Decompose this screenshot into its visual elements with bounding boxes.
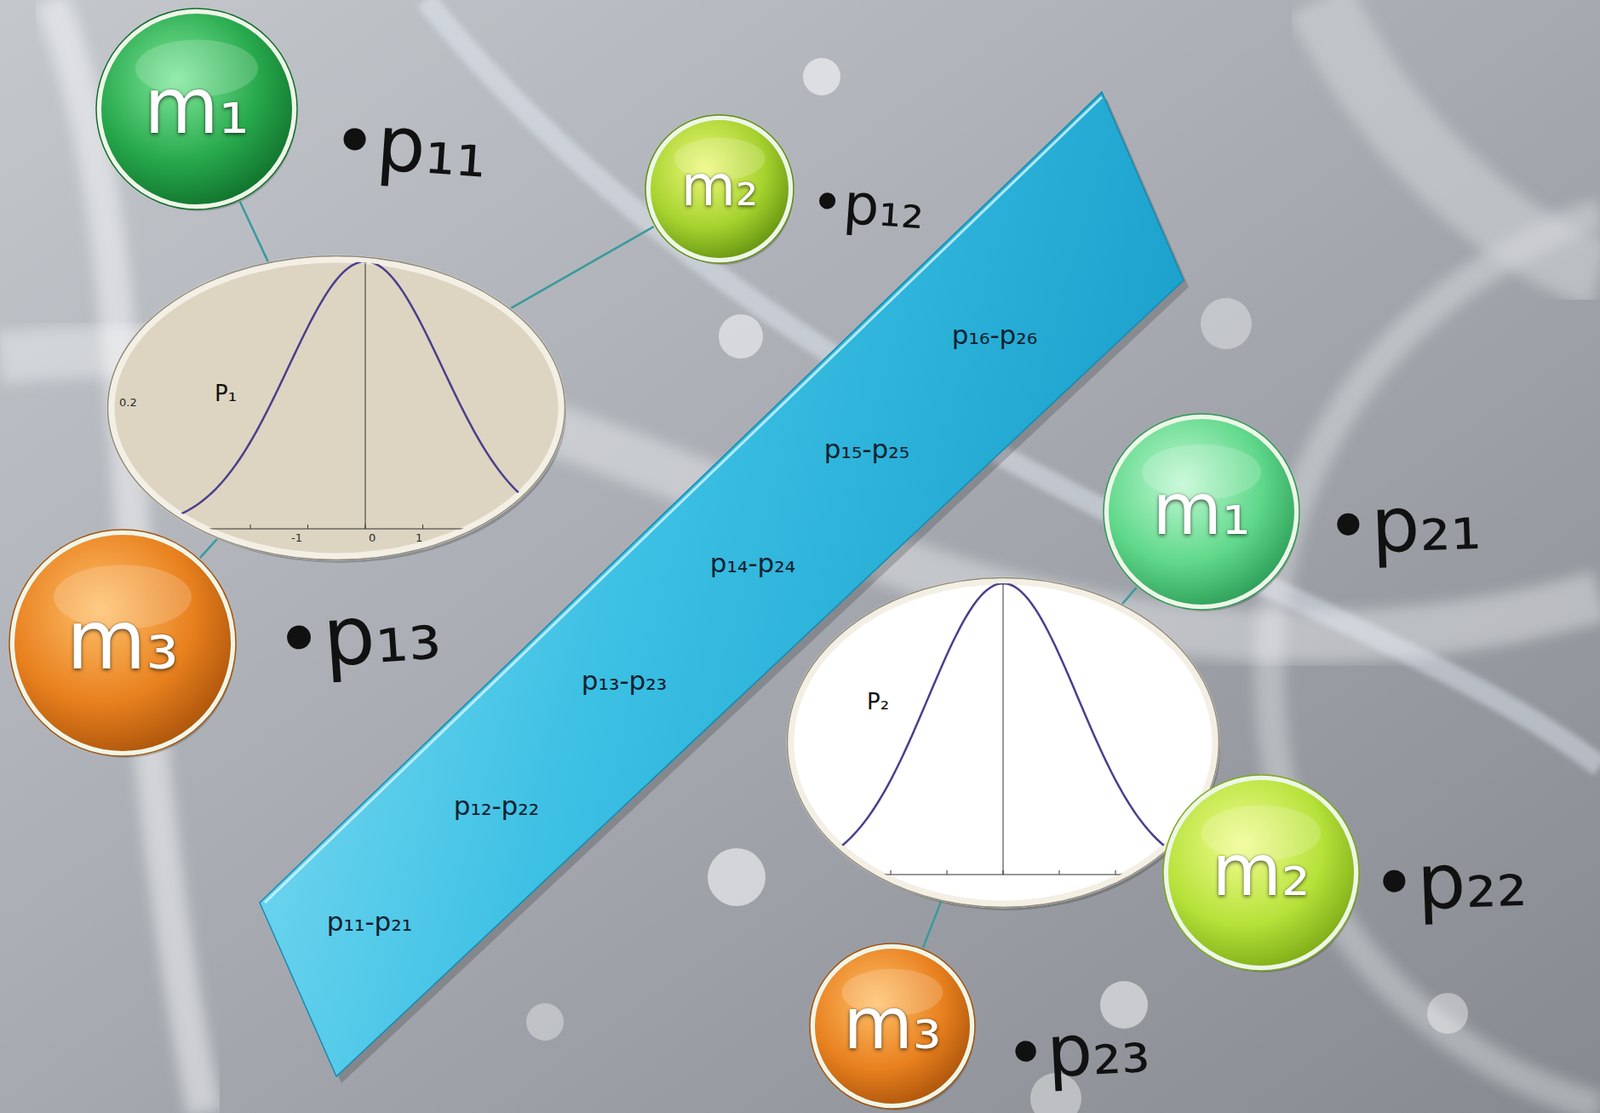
ellipse-body xyxy=(110,258,563,557)
mass-circle: m₁ xyxy=(1101,412,1302,612)
distribution-ellipse: P₂ xyxy=(785,576,1221,909)
connector-line xyxy=(200,539,218,558)
point-label: •p₂₁ xyxy=(1324,482,1482,565)
bokeh-dot xyxy=(802,57,841,96)
mass-name: m₂ xyxy=(1211,834,1311,912)
circle-body xyxy=(98,11,295,207)
mass-name: m₁ xyxy=(143,68,250,150)
point-label: •p₂₂ xyxy=(1370,839,1528,922)
connector-line xyxy=(240,201,269,262)
mass-name: m₃ xyxy=(843,987,942,1065)
axis-tick: 1 xyxy=(415,532,423,544)
circle-body xyxy=(1165,777,1357,969)
distribution-ellipse: P₁ xyxy=(106,254,567,562)
y-axis xyxy=(1003,576,1004,875)
pair-label: p₁₄-p₂₄ xyxy=(710,550,796,577)
circle-body xyxy=(812,946,973,1107)
axis-tick-mark xyxy=(307,524,309,529)
circle-rim xyxy=(1103,413,1300,610)
pair-label: p₁₃-p₂₃ xyxy=(581,667,667,694)
pair-label: p₁₅-p₂₅ xyxy=(824,435,910,463)
bokeh-dot xyxy=(1200,298,1252,350)
axis-tick: 0 xyxy=(368,532,376,544)
mass-name: m₂ xyxy=(681,158,759,220)
axis-tick-mark xyxy=(890,870,892,875)
axis-tick-mark xyxy=(1003,870,1004,875)
bokeh-dot xyxy=(718,314,763,359)
circle-body xyxy=(1106,416,1297,608)
axis-tick-mark xyxy=(192,524,194,529)
y-axis xyxy=(365,254,367,529)
mass-circle: m₂ xyxy=(1161,773,1361,973)
pair-label: p₁₁-p₂₁ xyxy=(326,908,413,935)
circle-rim xyxy=(9,529,236,757)
circle-body xyxy=(11,532,234,754)
ellipse-rim xyxy=(108,256,566,561)
light-swirl xyxy=(1268,212,1600,1107)
ellipse-shape xyxy=(106,254,567,562)
connector-line xyxy=(510,226,654,309)
gaussian-curve xyxy=(106,261,567,528)
ellipse-shape xyxy=(785,576,1221,909)
circle-rim xyxy=(96,8,298,210)
light-swirl xyxy=(1319,0,1600,273)
axis-tick: 0.2 xyxy=(119,396,138,408)
mass-circle: m₁ xyxy=(94,6,299,212)
point-label: •p₁₂ xyxy=(808,173,927,238)
axis-tick-mark xyxy=(250,524,252,529)
bokeh-dot xyxy=(707,848,766,907)
axis-tick-mark xyxy=(537,524,539,529)
distribution-name: P₁ xyxy=(214,382,237,405)
connector-line xyxy=(1122,587,1137,604)
axis-tick-mark xyxy=(365,524,367,529)
gaussian-curve xyxy=(785,583,1219,871)
circle-rim xyxy=(809,943,975,1109)
mass-circle: m₃ xyxy=(7,527,238,758)
bokeh-dot xyxy=(526,1003,564,1041)
mass-name: m₁ xyxy=(1152,473,1251,551)
point-label: •p₁₃ xyxy=(272,589,444,683)
mass-circle: m₃ xyxy=(808,941,977,1111)
circle-rim xyxy=(645,114,794,264)
x-axis xyxy=(106,528,567,530)
mass-circle: m₂ xyxy=(643,113,796,265)
pair-label: p₁₂-p₂₂ xyxy=(453,792,540,820)
axis-tick-mark xyxy=(834,870,836,875)
bokeh-dot xyxy=(1427,992,1469,1034)
axis-tick-mark xyxy=(480,524,482,529)
pair-label: p₁₆-p₂₆ xyxy=(951,321,1038,349)
connector-line xyxy=(923,901,941,948)
point-label: •p₂₃ xyxy=(1003,1010,1152,1090)
axis-tick: -1 xyxy=(291,532,303,544)
axis-tick-mark xyxy=(946,870,948,875)
axis-tick-mark xyxy=(422,524,424,529)
circle-body xyxy=(648,117,792,261)
axis-tick-mark xyxy=(1059,870,1061,875)
plot-area xyxy=(785,576,1221,875)
distribution-name: P₂ xyxy=(866,690,889,713)
point-label: •p₁₁ xyxy=(329,101,490,190)
axis-tick-mark xyxy=(1115,870,1117,875)
mass-name: m₃ xyxy=(66,599,179,687)
circle-rim xyxy=(1163,774,1360,971)
plot-area xyxy=(106,254,567,529)
